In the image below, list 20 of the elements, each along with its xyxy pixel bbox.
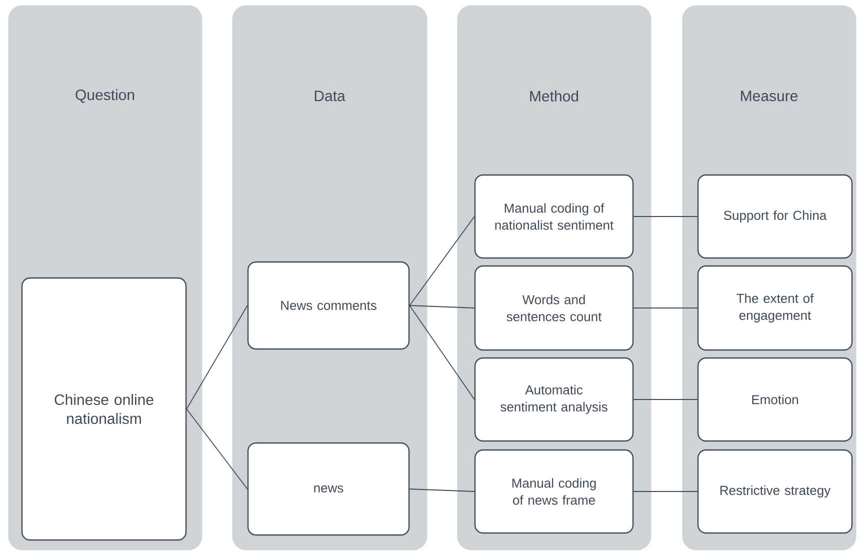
connector-line <box>633 216 698 217</box>
connector-line <box>633 399 698 400</box>
text-box: News comments <box>247 261 410 350</box>
connector-line <box>633 491 698 492</box>
connector-line <box>409 305 475 400</box>
text-box: Automatic sentiment analysis <box>474 357 634 442</box>
text-box: Manual coding of news frame <box>474 449 634 534</box>
connector-line <box>186 305 248 410</box>
text-box: The extent of engagement <box>697 265 853 351</box>
text-box: Chinese online nationalism <box>21 277 187 541</box>
text-box: Words and sentences count <box>474 265 634 351</box>
connector-line <box>409 216 475 306</box>
connector-line <box>409 488 475 492</box>
text-box: Support for China <box>697 174 853 259</box>
text-box: Restrictive strategy <box>697 449 853 534</box>
connector-line <box>409 305 475 308</box>
text-box: Manual coding of nationalist sentiment <box>474 174 634 259</box>
text-box: news <box>247 442 410 536</box>
text-box: Emotion <box>697 357 853 442</box>
connector-line <box>186 408 248 490</box>
